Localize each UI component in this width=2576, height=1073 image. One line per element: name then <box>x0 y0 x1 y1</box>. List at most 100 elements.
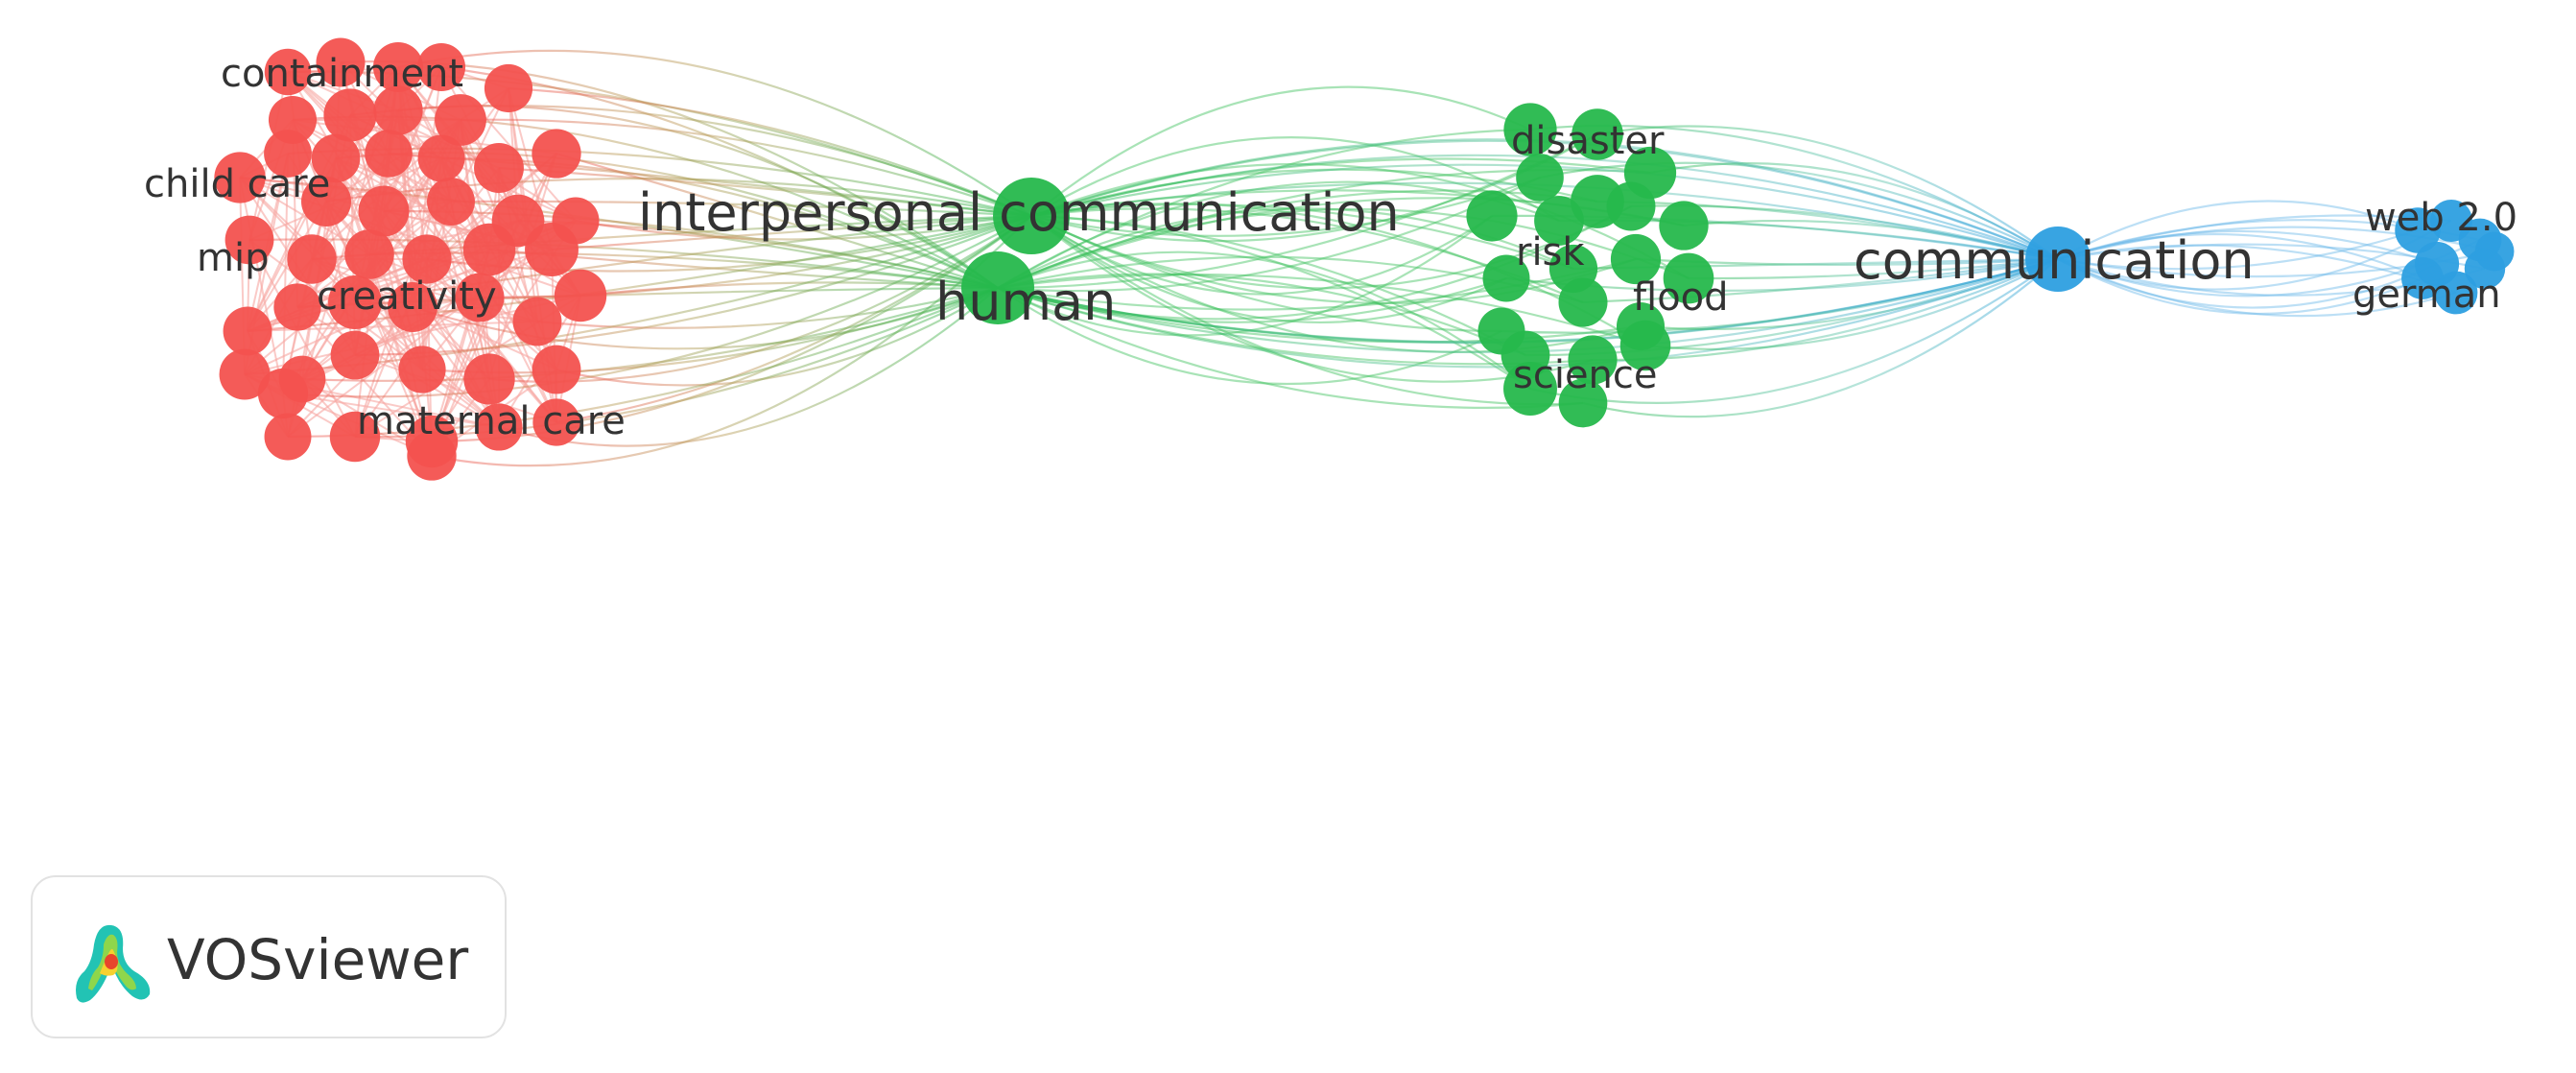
node-green <box>1516 154 1564 202</box>
edge-red-internal <box>282 393 500 428</box>
edge-red-green <box>551 214 1032 251</box>
node-red <box>373 85 423 135</box>
label-science: science <box>1513 353 1658 397</box>
edge-red-green <box>421 286 999 374</box>
edge-red-green <box>460 118 1032 218</box>
edge-red-green <box>354 214 1032 304</box>
node-green <box>1610 233 1662 285</box>
node-red <box>372 41 424 93</box>
edge-green-internal <box>997 177 1541 293</box>
edge-green-internal <box>1030 136 1560 222</box>
node-layer <box>214 37 2515 481</box>
edge-green-internal <box>997 207 1690 290</box>
edge-green-internal <box>997 250 1531 390</box>
edge-green-internal <box>1030 203 1646 346</box>
node-red <box>455 273 505 322</box>
edge-green-blue <box>1683 219 2059 261</box>
vosviewer-logo-icon <box>76 924 151 1003</box>
edge-green-internal <box>997 189 1598 290</box>
edge-red-green <box>555 215 1032 424</box>
edge-green-blue <box>1688 257 2059 280</box>
edge-red-green <box>431 215 1032 467</box>
label-german: german <box>2352 273 2501 317</box>
edge-red-green <box>282 215 1032 398</box>
edge-green-blue <box>1539 161 2059 260</box>
edge-blue-internal <box>2057 258 2457 318</box>
edge-red-internal <box>426 258 557 423</box>
node-red <box>388 282 437 332</box>
node-red <box>365 130 413 178</box>
edge-green-internal <box>1030 214 1526 356</box>
node-green <box>1503 103 1557 156</box>
edge-red-internal <box>354 354 557 423</box>
label-maternal-care: maternal care <box>357 399 626 443</box>
node-red <box>398 346 446 393</box>
node-red <box>219 348 271 400</box>
node-red <box>329 411 381 463</box>
node-red <box>532 398 580 446</box>
node-red <box>316 37 366 87</box>
edge-blue-internal <box>2057 229 2438 266</box>
edge-green-internal <box>1030 176 1541 237</box>
edge-red-internal <box>239 177 284 394</box>
edge-green-blue <box>1649 162 2059 260</box>
node-red <box>287 234 337 284</box>
edge-green-internal <box>1030 215 1642 353</box>
node-blue <box>2395 207 2441 253</box>
node-green-hub <box>993 178 1070 254</box>
node-red <box>525 223 579 276</box>
label-risk: risk <box>1516 230 1585 274</box>
edge-red-internal <box>248 239 356 438</box>
node-blue <box>2434 271 2478 315</box>
edge-red-green <box>555 287 999 387</box>
node-communication-hub <box>2025 227 2091 292</box>
node-green-hub <box>961 251 1034 324</box>
node-green <box>1619 320 1671 371</box>
node-red <box>416 42 466 92</box>
edge-green-blue <box>1596 200 2059 261</box>
node-red <box>512 297 562 346</box>
node-red <box>344 229 394 279</box>
label-communication: communication <box>1854 230 2255 291</box>
node-red <box>323 88 377 142</box>
node-red <box>273 283 321 331</box>
edge-green-internal <box>997 273 1646 347</box>
node-red <box>264 413 312 461</box>
edge-green-blue <box>1640 257 2059 331</box>
node-green <box>1663 252 1714 304</box>
node-red <box>257 368 309 419</box>
edge-green-internal <box>1030 214 1531 390</box>
node-red <box>214 152 266 203</box>
node-red <box>311 133 361 183</box>
edge-green-internal <box>997 287 1584 409</box>
edge-red-green <box>426 214 1032 273</box>
label-disaster: disaster <box>1511 119 1665 163</box>
edge-green-internal <box>997 128 1531 289</box>
node-green <box>1482 254 1530 302</box>
edge-blue-internal <box>2057 214 2452 261</box>
edge-green-blue <box>1596 125 2059 260</box>
node-blue <box>2401 257 2444 299</box>
node-red <box>328 275 382 329</box>
node-red <box>223 306 272 356</box>
edge-green-internal <box>997 257 1637 311</box>
label-web-2-0: web 2.0 <box>2365 196 2517 240</box>
edge-blue-internal <box>2057 228 2419 271</box>
label-flood: flood <box>1633 275 1729 320</box>
edge-green-internal <box>1030 215 1502 333</box>
node-red <box>474 143 524 193</box>
node-green <box>1572 108 1623 160</box>
edge-red-green <box>325 178 1032 218</box>
node-green <box>1568 335 1618 385</box>
node-green <box>1606 181 1656 231</box>
node-red <box>484 63 533 113</box>
edge-blue-internal <box>2057 220 2452 291</box>
node-green <box>1466 190 1518 242</box>
node-blue <box>2474 231 2515 272</box>
edge-green-blue <box>1582 258 2059 418</box>
label-human: human <box>935 272 1116 332</box>
node-red <box>417 134 465 182</box>
node-red <box>407 431 457 481</box>
edge-green-internal <box>997 273 1526 357</box>
